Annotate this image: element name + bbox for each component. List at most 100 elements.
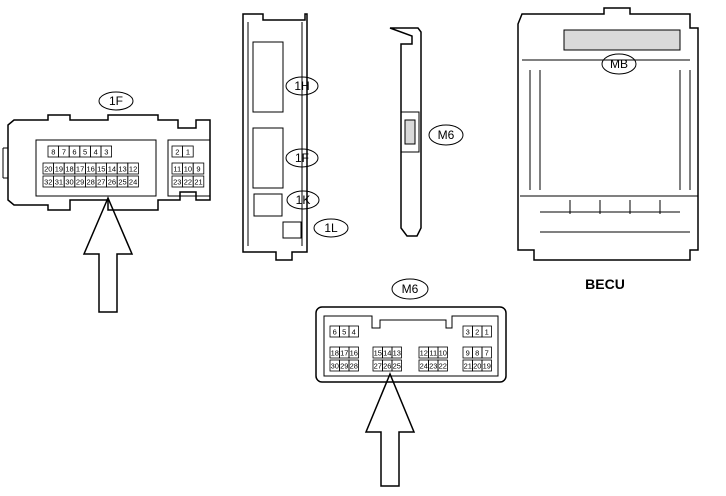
pin-cell <box>348 359 359 372</box>
arrow-up-m6 <box>364 372 416 487</box>
relay-slot-1h <box>252 41 284 113</box>
pin-number: 28 <box>87 178 95 187</box>
bracket-m6-socket <box>404 119 416 145</box>
callout-1l <box>313 218 349 238</box>
pin-number: 29 <box>340 362 348 371</box>
pin-number: 13 <box>118 165 126 174</box>
callout-m6-bottom <box>391 278 429 300</box>
callout-m6-top <box>428 124 464 146</box>
label-becu: BECU <box>585 276 625 292</box>
pin-number: 27 <box>374 362 382 371</box>
pin-number: 15 <box>374 349 382 358</box>
label-m6-bottom: M6 <box>402 282 419 296</box>
pin-number: 12 <box>420 349 428 358</box>
label-m6-top: M6 <box>438 128 455 142</box>
label-1k: 1K <box>296 193 311 207</box>
pin-number: 21 <box>194 178 202 187</box>
pin-cell <box>348 346 359 359</box>
pin-number: 14 <box>383 349 391 358</box>
pin-number: 7 <box>485 349 489 358</box>
becu-group: MB BECU <box>517 7 699 292</box>
callout-1f-mid <box>285 148 319 168</box>
pin-number: 23 <box>429 362 437 371</box>
pin-number: 26 <box>108 178 116 187</box>
label-mb: MB <box>610 57 628 71</box>
pin-cell <box>437 346 448 359</box>
connector-m6-outer <box>315 306 507 383</box>
relay-block-rail <box>247 22 303 246</box>
pin-cell <box>192 175 205 188</box>
bracket-m6-body <box>389 27 422 237</box>
pin-number: 10 <box>439 349 447 358</box>
pin-number: 24 <box>129 178 137 187</box>
pin-number: 17 <box>76 165 84 174</box>
pin-number: 6 <box>72 148 76 157</box>
pin-number: 26 <box>383 362 391 371</box>
pin-cell <box>481 359 492 372</box>
relay-block-body <box>242 13 308 261</box>
pin-number: 9 <box>196 165 200 174</box>
pin-number: 16 <box>87 165 95 174</box>
pin-number: 21 <box>464 362 472 371</box>
pin-number: 11 <box>173 165 181 174</box>
pin-number: 31 <box>55 178 63 187</box>
pin-number: 1 <box>485 328 489 337</box>
bracket-m6-port <box>400 111 420 153</box>
callout-1f-left <box>98 91 134 111</box>
pin-number: 2 <box>475 328 479 337</box>
pin-cell <box>391 346 402 359</box>
pin-number: 13 <box>393 349 401 358</box>
pin-number: 4 <box>352 328 356 337</box>
connector-1f-main-frame <box>35 139 157 197</box>
pin-number: 14 <box>108 165 116 174</box>
pin-number: 5 <box>342 328 346 337</box>
pin-number: 8 <box>51 148 55 157</box>
label-1l: 1L <box>324 221 338 235</box>
pin-number: 3 <box>104 148 108 157</box>
pin-number: 6 <box>333 328 337 337</box>
pin-number: 25 <box>393 362 401 371</box>
pin-number: 7 <box>62 148 66 157</box>
pin-number: 5 <box>83 148 87 157</box>
bracket-m6-group: M6 <box>389 27 464 237</box>
becu-header-strip <box>563 29 681 51</box>
pin-number: 15 <box>97 165 105 174</box>
pin-number: 18 <box>65 165 73 174</box>
pin-number: 17 <box>340 349 348 358</box>
relay-slot-1l <box>282 221 302 239</box>
pin-number: 9 <box>466 349 470 358</box>
pin-number: 30 <box>331 362 339 371</box>
pin-number: 19 <box>483 362 491 371</box>
pin-cell <box>481 325 492 338</box>
pin-number: 23 <box>173 178 181 187</box>
pin-number: 1 <box>186 148 190 157</box>
pin-number: 20 <box>44 165 52 174</box>
pin-number: 3 <box>466 328 470 337</box>
label-1h: 1H <box>294 79 309 93</box>
pin-cell <box>182 145 194 158</box>
connector-1f-side-frame <box>167 139 211 197</box>
becu-ribs <box>520 59 698 233</box>
pin-cell <box>348 325 359 338</box>
pin-cell <box>127 162 139 175</box>
becu-side-ribs <box>529 70 691 190</box>
label-1f-mid: 1F <box>295 151 309 165</box>
pin-number: 22 <box>439 362 447 371</box>
becu-body <box>517 7 699 261</box>
pin-number: 4 <box>94 148 98 157</box>
relay-slot-1k <box>253 193 283 217</box>
pin-number: 27 <box>97 178 105 187</box>
becu-bottom-pins <box>569 200 661 214</box>
connector-1f-latch <box>2 147 8 179</box>
label-1f-left: 1F <box>109 94 123 108</box>
pin-number: 25 <box>118 178 126 187</box>
relay-slot-1f <box>252 127 284 189</box>
callout-mb <box>601 53 637 75</box>
pin-cell <box>391 359 402 372</box>
pin-number: 12 <box>129 165 137 174</box>
